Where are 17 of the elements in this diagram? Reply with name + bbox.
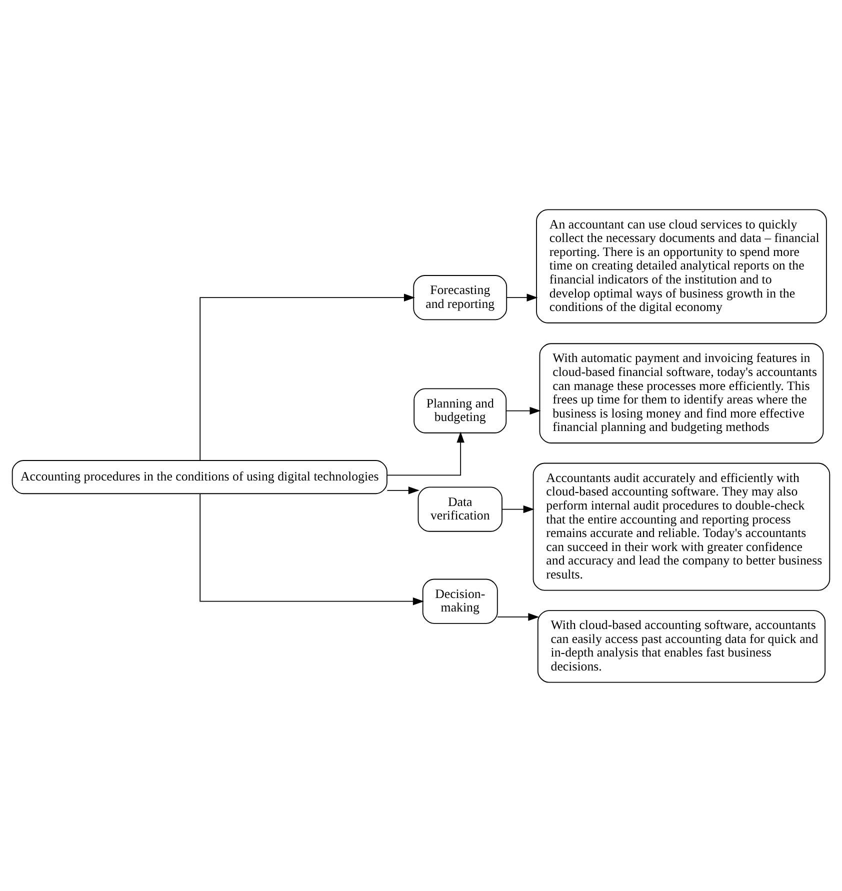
node-box: With automatic payment and invoicing features in cloud-based financial software, today's accountants can manage these processes more efficiently. This frees up time for them to identify areas where the business is losing money and find more effective financial planning and budgeting methods: [539, 342, 824, 443]
arrow: [502, 504, 534, 513]
node-box: Accounting procedures in the conditions of using digital technologies: [12, 460, 388, 494]
node-box: Forecasting and reporting: [413, 274, 508, 320]
node-box: Decision-making: [422, 578, 498, 624]
arrow: [506, 406, 541, 414]
arrow: [200, 293, 416, 460]
node-box: Accountants audit accurately and efficiently with cloud-based accounting software. They may also perform internal audit procedures to double-check that the entire accounting and reporting process remains accurate and reliable. Today's accountants can succeed in their work with greater confidence and accuracy and lead the company to better business results.: [532, 462, 830, 590]
arrow: [386, 431, 464, 476]
node-box: Data verification: [418, 486, 502, 532]
arrow: [386, 486, 420, 494]
node-box: Planning and budgeting: [414, 388, 507, 433]
arrow: [496, 612, 540, 620]
node-box: With cloud-based accounting software, accountants can easily access past accounting data for quick and in-depth analysis that enables fast business decisions.: [537, 610, 826, 682]
arrow: [506, 293, 538, 301]
node-box: An accountant can use cloud services to quickly collect the necessary documents and data – financial reporting. There is an opportunity to spend more time on creating detailed analytical reports on the financial indicators of the institution and to develop optimal ways of business growth in the conditions of the digital economy: [536, 208, 827, 323]
arrow: [200, 492, 424, 605]
